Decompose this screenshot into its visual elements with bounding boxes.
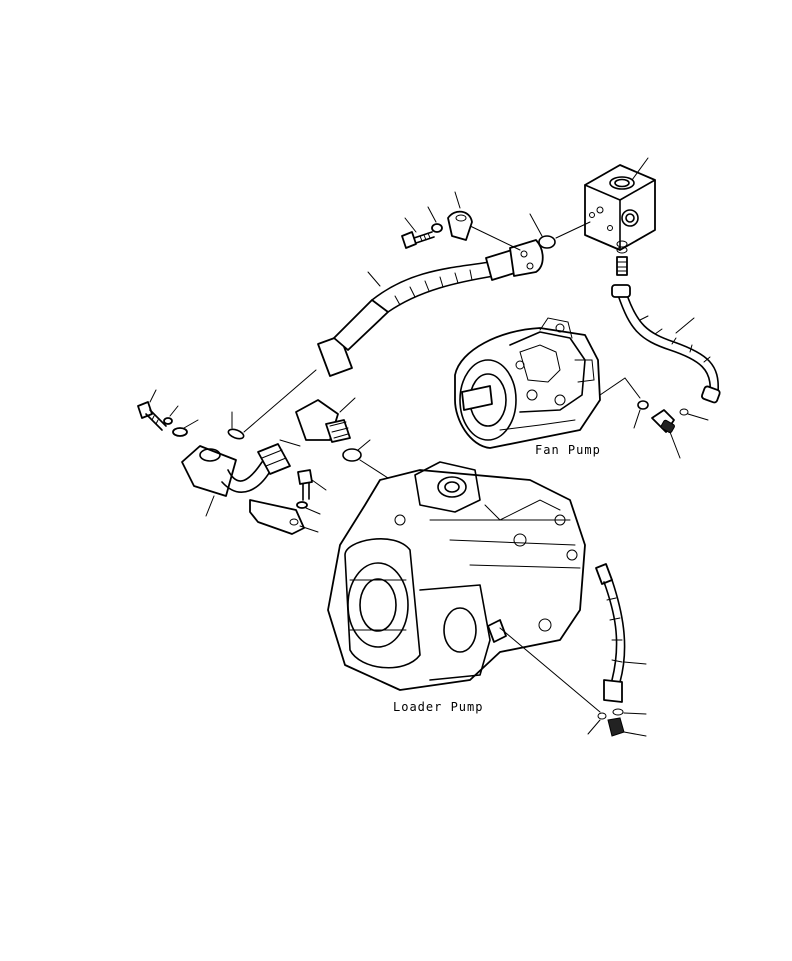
o-ring xyxy=(342,448,362,462)
o-ring xyxy=(637,400,649,410)
fan-hose xyxy=(611,284,721,404)
leader-line xyxy=(623,712,647,715)
leader-line xyxy=(169,405,179,417)
leader-line xyxy=(359,459,389,479)
leader-line xyxy=(529,213,543,237)
bolt xyxy=(137,401,167,431)
leader-line xyxy=(465,223,521,251)
elbow-fitting xyxy=(295,399,351,443)
o-ring xyxy=(227,428,245,440)
washer xyxy=(172,427,188,437)
leader-line xyxy=(404,217,417,233)
spring-washer xyxy=(163,417,173,425)
adapter-fitting xyxy=(607,717,625,737)
leader-line xyxy=(205,495,215,517)
leader-line xyxy=(623,731,647,737)
o-ring xyxy=(612,708,624,716)
washer xyxy=(431,223,443,233)
elbow-pipe xyxy=(181,443,291,497)
bolt xyxy=(401,231,435,249)
leader-line xyxy=(367,271,381,287)
leader-line xyxy=(669,431,681,459)
leader-line xyxy=(687,413,709,421)
loader-hose xyxy=(595,563,626,703)
leader-line xyxy=(243,369,317,433)
leader-line xyxy=(631,157,649,181)
leader-line xyxy=(339,397,356,413)
elbow-fitting xyxy=(651,409,675,434)
fan-pump-label: Fan Pump xyxy=(535,443,601,457)
bracket xyxy=(249,499,305,535)
leader-line xyxy=(427,206,437,223)
leader-line xyxy=(675,317,695,334)
o-ring xyxy=(597,712,607,720)
valve-block xyxy=(584,164,656,251)
leader-line xyxy=(633,409,641,429)
adapter-fitting xyxy=(616,256,628,276)
leader-line xyxy=(357,439,371,451)
leader-line xyxy=(149,389,157,403)
loader-pump xyxy=(327,461,586,691)
o-ring xyxy=(538,235,556,249)
leader-line xyxy=(311,479,327,491)
leader-line xyxy=(624,377,641,399)
o-ring xyxy=(679,408,689,416)
fan-pump xyxy=(454,317,626,449)
thin-pipe xyxy=(279,439,301,447)
split-flange xyxy=(447,210,473,241)
leader-line xyxy=(299,525,319,533)
leader-line xyxy=(183,419,199,429)
leader-line xyxy=(454,191,461,209)
loader-pump-label: Loader Pump xyxy=(393,700,483,714)
leader-line xyxy=(499,627,601,713)
bolt xyxy=(297,469,313,501)
washer xyxy=(296,501,308,509)
leader-line xyxy=(623,661,647,665)
leader-line xyxy=(305,507,321,515)
leader-line xyxy=(555,221,591,239)
leader-line xyxy=(587,719,601,735)
